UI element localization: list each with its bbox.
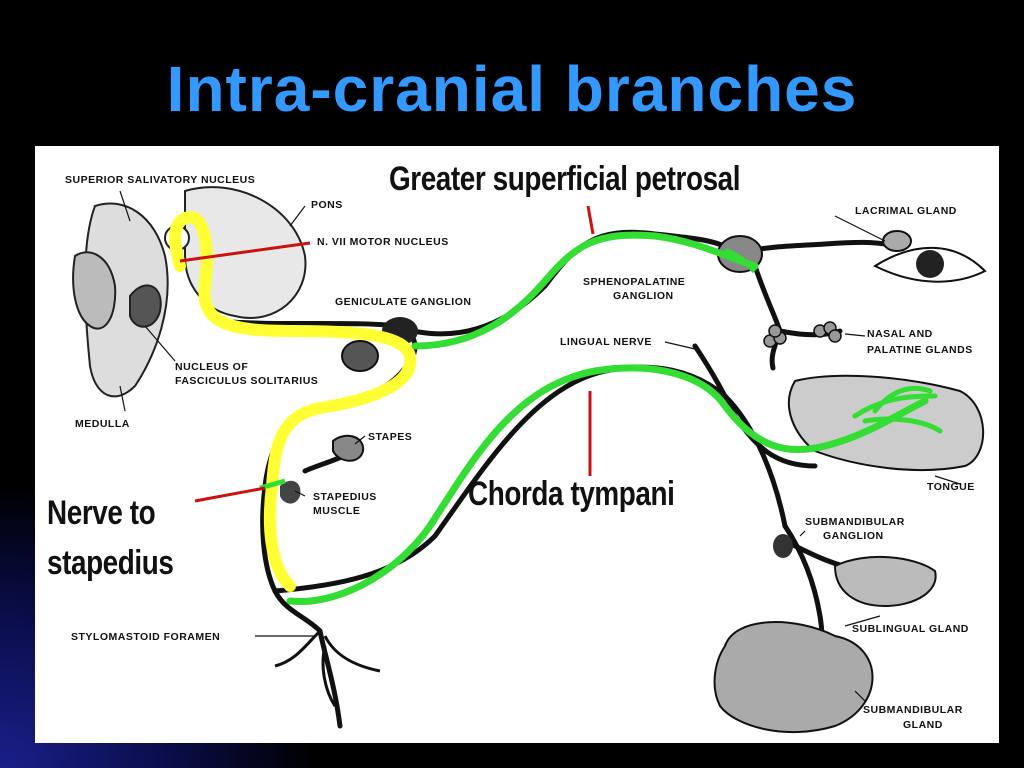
stapedius-drawing — [280, 480, 301, 504]
label-sphenopalatine: SPHENOPALATINE — [583, 276, 686, 288]
nasal-glands-drawing — [763, 321, 842, 348]
facial-nerve-diagram: SUPERIOR SALIVATORY NUCLEUS PONS N. VII … — [35, 146, 999, 743]
submandibular-ganglion-shape — [773, 534, 793, 558]
label-stylomastoid: STYLOMASTOID FORAMEN — [71, 631, 221, 643]
label-superior-salivatory: SUPERIOR SALIVATORY NUCLEUS — [65, 174, 256, 186]
stapes-drawing — [332, 434, 365, 462]
annotation-greater-petrosal: Greater superficial petrosal — [389, 160, 741, 198]
annotation-chorda-tympani: Chorda tympani — [468, 475, 675, 513]
label-nucleus-of: NUCLEUS OF — [175, 361, 249, 373]
label-nasal-and: NASAL AND — [867, 328, 933, 340]
chorda-tympani-green — [286, 364, 929, 606]
label-geniculate: GENICULATE GANGLION — [335, 296, 472, 308]
label-ganglion: GANGLION — [613, 290, 674, 302]
label-submandibular-ganglion: SUBMANDIBULAR — [805, 516, 905, 528]
annotation-nerve-to: Nerve to — [47, 494, 156, 532]
label-lacrimal: LACRIMAL GLAND — [855, 205, 957, 217]
fasciculus-shape — [341, 340, 379, 372]
tongue-branches-green — [852, 385, 943, 434]
label-tongue: TONGUE — [927, 481, 975, 493]
label-pons: PONS — [311, 199, 343, 211]
label-submandibular-gland: SUBMANDIBULAR — [863, 704, 963, 716]
label-medulla: MEDULLA — [75, 418, 130, 430]
greater-petrosal-tip — [724, 248, 758, 274]
greater-petrosal-green — [411, 231, 759, 350]
red-pointer-lines — [179, 205, 595, 503]
brainstem — [72, 186, 307, 398]
label-stapedius: STAPEDIUS — [313, 491, 377, 503]
label-palatine-glands: PALATINE GLANDS — [867, 344, 973, 356]
submandibular-gland-drawing — [713, 621, 874, 734]
eye-drawing — [872, 230, 987, 283]
label-fasciculus: FASCICULUS SOLITARIUS — [175, 375, 319, 387]
sublingual-gland-drawing — [833, 556, 937, 608]
label-sub-ganglion: GANGLION — [823, 530, 884, 542]
leader-lines — [119, 190, 961, 702]
terminal-branches — [274, 629, 381, 707]
annotation-stapedius: stapedius — [47, 544, 174, 582]
diagram-drawing — [72, 186, 987, 734]
label-motor-nucleus: N. VII MOTOR NUCLEUS — [317, 236, 449, 248]
label-muscle: MUSCLE — [313, 505, 361, 517]
slide-title: Intra-cranial branches — [166, 53, 858, 125]
label-lingual-nerve: LINGUAL NERVE — [560, 336, 652, 348]
motor-pathway-yellow — [169, 211, 417, 592]
label-sublingual: SUBLINGUAL GLAND — [852, 623, 969, 635]
label-gland: GLAND — [903, 719, 943, 731]
label-stapes: STAPES — [368, 431, 413, 443]
